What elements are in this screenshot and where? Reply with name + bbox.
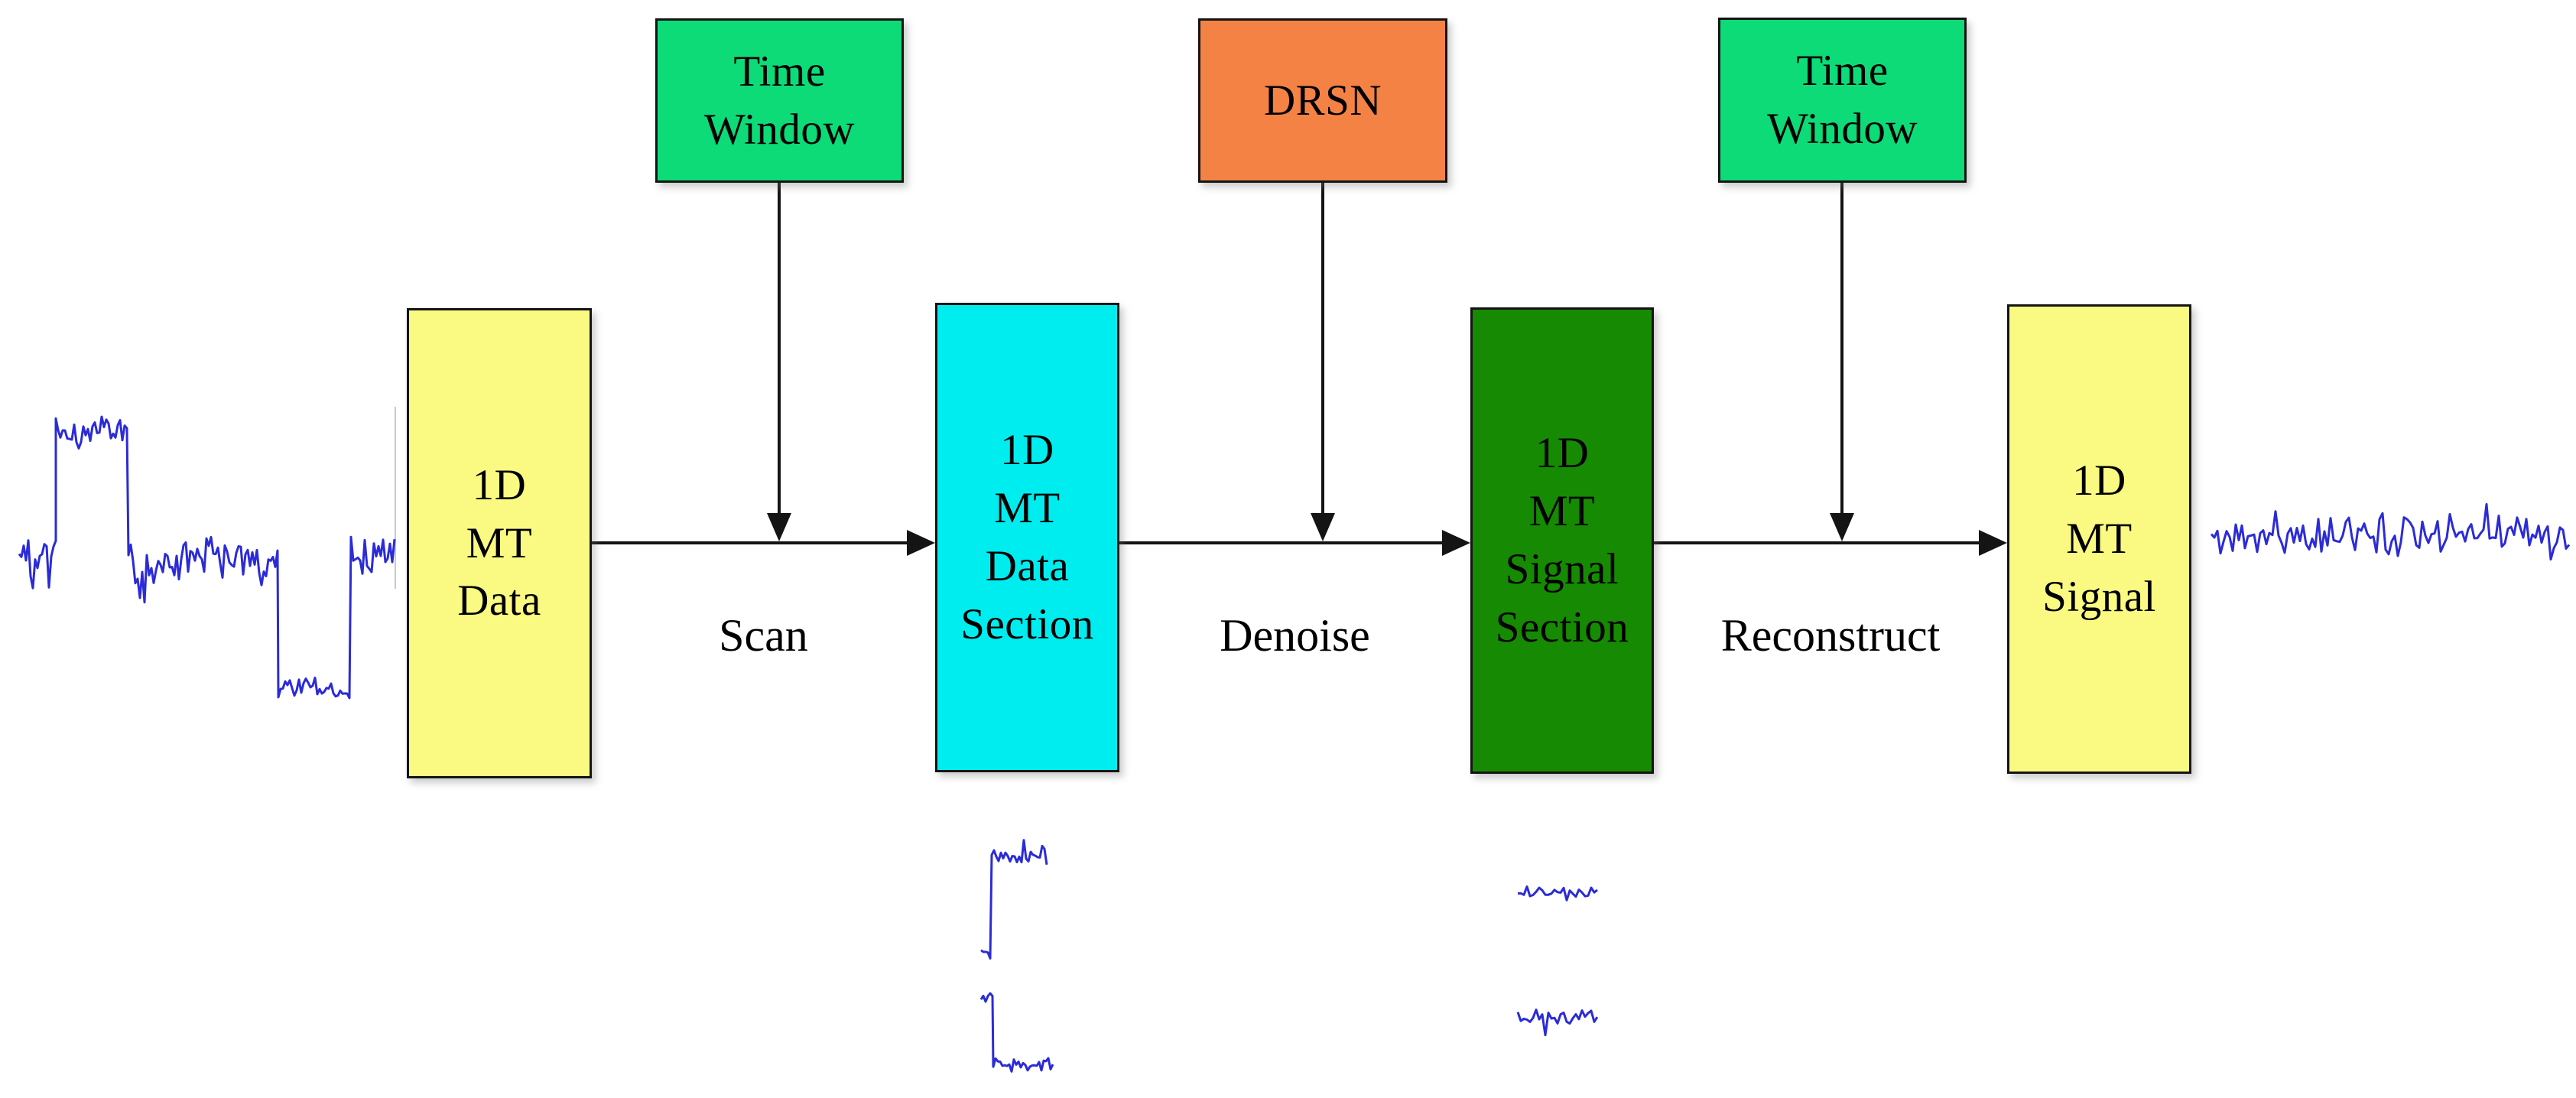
- arrow-reconstruct: [1654, 530, 2007, 556]
- box-1d-mt-signal-section: 1D MT Signal Section: [1470, 307, 1654, 774]
- box-1d-mt-data-label: 1D MT Data: [457, 460, 541, 625]
- edge-label-denoise: Denoise: [1220, 609, 1370, 661]
- edge-label-reconstruct: Reconstruct: [1720, 609, 1941, 661]
- box-1d-mt-signal: 1D MT Signal: [2007, 304, 2191, 774]
- box-1d-mt-signal-label: 1D MT Signal: [2042, 456, 2156, 621]
- arrow-time-window-2-down: [1830, 183, 1854, 541]
- box-1d-mt-data: 1D MT Data: [407, 308, 592, 778]
- waveform-denoised-section-top: [1517, 885, 1598, 901]
- waveform-output-mt-signal: [2210, 502, 2571, 561]
- box-drsn-label: DRSN: [1263, 76, 1382, 125]
- box-1d-mt-data-section-label: 1D MT Data Section: [960, 426, 1094, 648]
- waveform-denoised-section-bottom: [1516, 1009, 1599, 1037]
- waveform-scanned-section-bottom: [979, 992, 1054, 1073]
- arrow-scan: [592, 530, 935, 556]
- box-time-window-2: Time Window: [1718, 18, 1967, 183]
- box-1d-mt-data-section: 1D MT Data Section: [935, 303, 1119, 772]
- box-time-window-2-label: Time Window: [1766, 47, 1918, 153]
- waveform-scanned-section-top: [980, 839, 1048, 960]
- box-drsn: DRSN: [1198, 18, 1447, 183]
- box-1d-mt-signal-section-label: 1D MT Signal Section: [1495, 429, 1629, 651]
- edge-label-scan: Scan: [719, 609, 808, 661]
- waveform-input-mt-data: [18, 415, 396, 700]
- box-time-window-1: Time Window: [655, 18, 904, 183]
- box-time-window-1-label: Time Window: [703, 47, 856, 154]
- arrow-time-window-1-down: [767, 183, 791, 541]
- arrow-denoise: [1119, 530, 1470, 556]
- arrow-drsn-down: [1311, 183, 1335, 541]
